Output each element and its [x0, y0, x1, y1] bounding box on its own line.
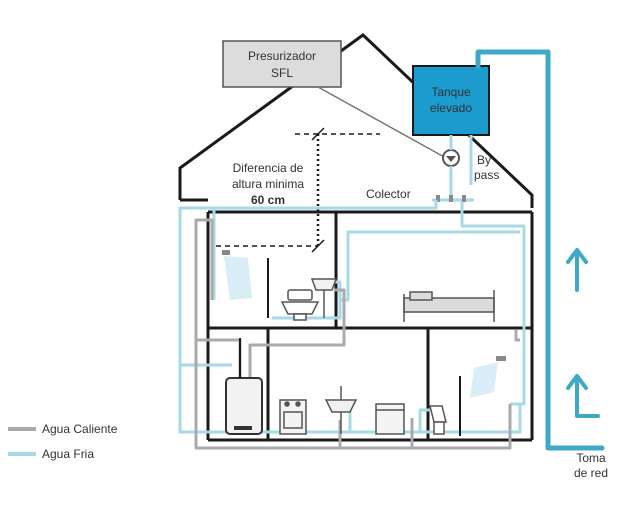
bypass-label-2: pass: [474, 168, 499, 182]
toma-label-1: Toma: [576, 451, 606, 465]
legend-cold-label: Agua Fria: [42, 447, 94, 461]
presurizador-connector: [317, 86, 447, 159]
bypass-label-1: By: [477, 153, 491, 167]
colector: [432, 166, 474, 202]
height-difference-marker: [216, 127, 380, 253]
legend: Agua Caliente Agua Fria: [8, 422, 118, 461]
roof-outline: [178, 33, 534, 208]
presurizador-box: Presurizador SFL: [222, 40, 342, 88]
boiler-icon: [225, 338, 263, 435]
pump-icon: [442, 149, 460, 167]
presurizador-label-2: SFL: [271, 66, 293, 80]
presurizador-label-1: Presurizador: [248, 49, 316, 63]
house-structure: [178, 33, 534, 442]
diferencia-value: 60 cm: [251, 193, 285, 207]
arrow-elbow-head: [566, 374, 588, 390]
arrow-elbow: [575, 376, 600, 418]
diferencia-label-2: altura minima: [232, 177, 304, 191]
colector-label: Colector: [366, 187, 411, 201]
tanque-label-2: elevado: [430, 101, 472, 115]
toilet-lower-icon: [429, 405, 447, 435]
cold-water-pipes: [178, 200, 526, 434]
tanque-elevado: Tanque elevado: [412, 65, 490, 136]
tanque-label-1: Tanque: [431, 85, 471, 99]
colector-valves: [436, 195, 466, 202]
toilet-upper-icon: [280, 289, 320, 321]
shower-lower-icon: [459, 356, 506, 436]
diferencia-label-1: Diferencia de: [233, 161, 304, 175]
arrow-up-upper-head: [566, 248, 588, 264]
stove-icon: [279, 399, 307, 435]
main-supply-line: [475, 49, 605, 451]
washing-machine-icon: [375, 403, 405, 435]
bed-icon: [403, 290, 495, 322]
flow-arrows: [566, 248, 600, 418]
toma-label-2: de red: [574, 466, 608, 480]
basin-upper-icon: [310, 278, 338, 318]
shower-upper-icon: [222, 250, 269, 318]
kitchen-sink-icon: [324, 386, 358, 434]
legend-hot-label: Agua Caliente: [42, 422, 118, 436]
